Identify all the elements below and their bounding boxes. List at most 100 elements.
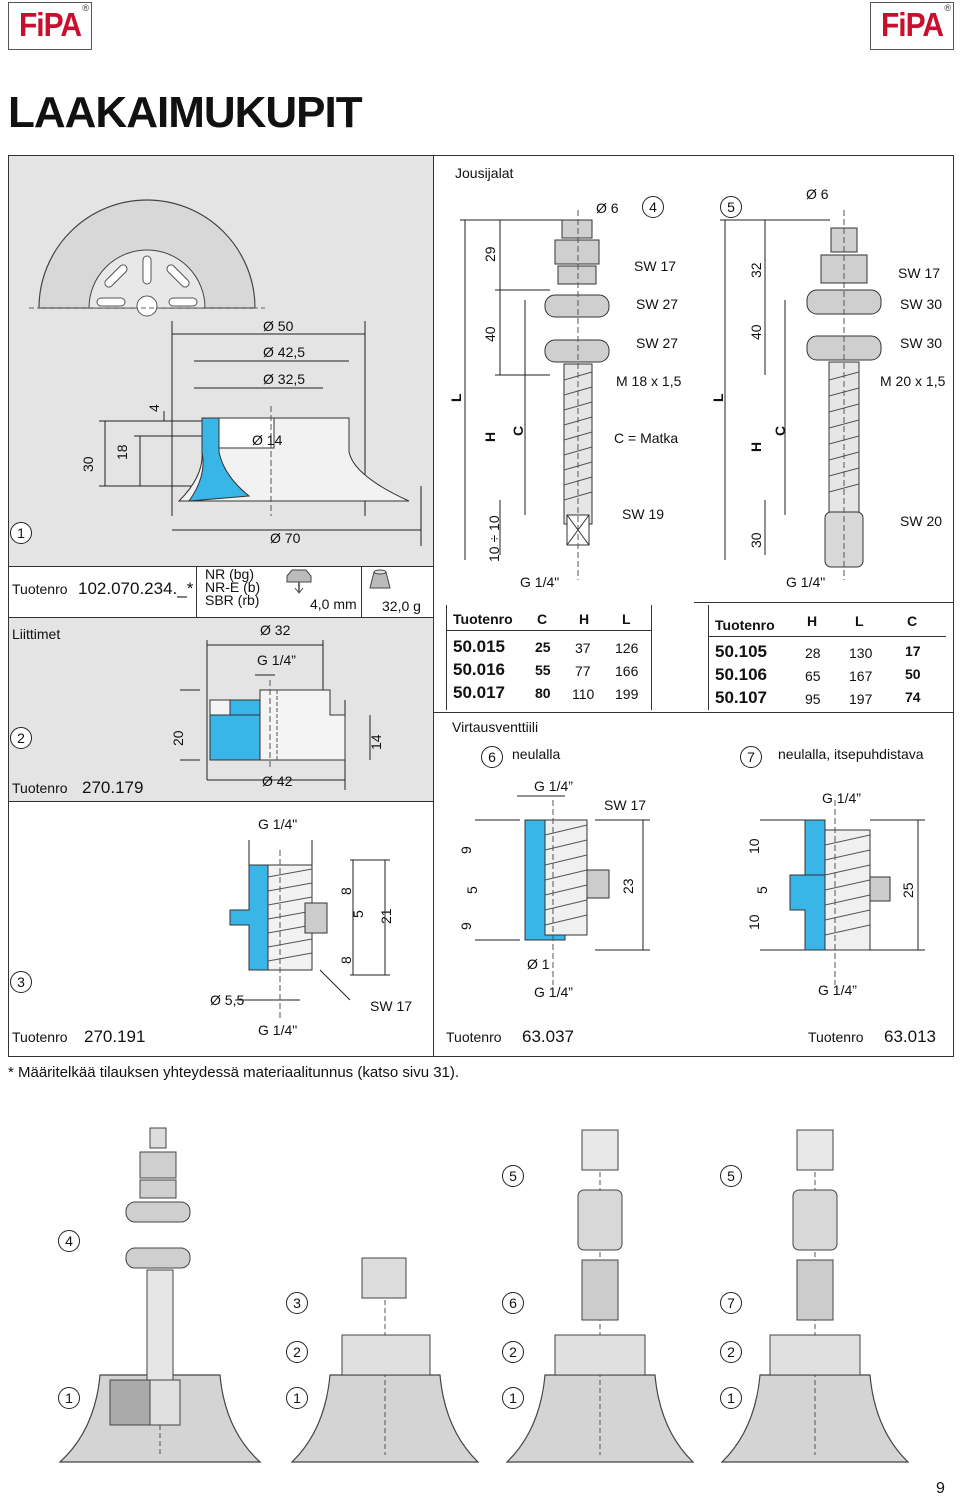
dim-thread-5: M 20 x 1,5 [880, 373, 946, 389]
th-l-5: L [855, 613, 864, 629]
th-c-5: C [907, 613, 918, 629]
product-label-6: Tuotenro [446, 1029, 502, 1045]
cell-l-167: 167 [849, 668, 873, 684]
index-7: 7 [740, 746, 762, 768]
divider-virtaus [433, 712, 954, 713]
material-list: NR (bg) NR-E (b) SBR (rb) [205, 566, 260, 608]
index-3: 3 [10, 971, 32, 993]
product-code-3: 270.191 [84, 1027, 146, 1046]
cell-c-25: 25 [535, 639, 551, 655]
th-tuotenro-5: Tuotenro [715, 617, 775, 633]
dim-sw17-4: SW 17 [634, 258, 677, 274]
cell-c-74: 74 [905, 689, 921, 705]
assembly-d-index-2: 2 [720, 1341, 742, 1363]
assembly-c-index-6: 6 [502, 1292, 524, 1314]
dim-g14-adapter: G 1/4” [257, 652, 296, 668]
cell-l-130: 130 [849, 645, 873, 661]
assembly-c-index-5: 5 [502, 1165, 524, 1187]
dim-d42: Ø 42 [262, 773, 293, 789]
dim-g14-4: G 1/4" [520, 574, 560, 590]
cell-50-017: 50.017 [453, 683, 505, 702]
product-label-1: Tuotenro [12, 581, 68, 597]
dim-C-4: C [510, 425, 526, 436]
dim-d42-5: Ø 42,5 [263, 344, 306, 360]
assembly-b-index-1: 1 [286, 1387, 308, 1409]
th-l-4: L [622, 611, 631, 627]
th-h-4: H [579, 611, 590, 627]
dim-h10b: 10 [746, 914, 762, 930]
product-label-3: Tuotenro [12, 1029, 68, 1045]
cell-h-77: 77 [575, 663, 591, 679]
dim-h20: 20 [170, 730, 186, 746]
dim-h5-7: 5 [754, 886, 770, 894]
dim-h14: 14 [368, 734, 384, 750]
dim-h40-5: 40 [748, 324, 764, 340]
dim-d32-5: Ø 32,5 [263, 371, 306, 387]
product-label-7: Tuotenro [808, 1029, 864, 1045]
divider-panel3 [8, 801, 434, 802]
dim-d6-5: Ø 6 [806, 186, 829, 202]
sep-1 [196, 566, 197, 617]
dim-d70: Ø 70 [270, 530, 301, 546]
dim-d50: Ø 50 [263, 318, 294, 334]
cell-h-37: 37 [575, 640, 591, 656]
dim-g14-5: G 1/4" [786, 574, 826, 590]
dim-h40-4: 40 [482, 326, 498, 342]
divider-jousijalat [694, 602, 954, 603]
cell-50-107: 50.107 [715, 688, 767, 707]
stroke-icon [286, 569, 312, 594]
cell-h-28: 28 [805, 645, 821, 661]
dim-sw30a: SW 30 [900, 296, 943, 312]
cell-c-17: 17 [905, 643, 921, 659]
cell-h-95: 95 [805, 691, 821, 707]
section-liittimet: Liittimet [12, 626, 61, 642]
valve-6-drawing [475, 795, 650, 985]
suction-cup-drawing [29, 199, 422, 546]
cell-c-80: 80 [535, 685, 551, 701]
table-item-5: Tuotenro H L C 50.105 28 130 17 50.106 6… [708, 605, 946, 710]
dim-h25: 25 [900, 882, 916, 898]
index-4: 4 [642, 196, 664, 218]
th-h-5: H [807, 613, 818, 629]
page-title: LAAKAIMUKUPIT [8, 88, 363, 137]
dim-g14-bot-7: G 1/4” [818, 982, 857, 998]
dim-d5-5: Ø 5,5 [210, 992, 245, 1008]
dim-h30-5: 30 [748, 532, 764, 548]
cell-h-65: 65 [805, 668, 821, 684]
sep-2 [361, 566, 362, 617]
dim-h8b: 8 [338, 956, 354, 964]
divider-panel2 [8, 617, 434, 618]
dim-h9b: 9 [458, 922, 474, 930]
dim-h18: 18 [114, 444, 130, 460]
material-sbr: SBR (rb) [205, 592, 260, 608]
spring-mount-4-drawing [460, 210, 610, 580]
dim-h9a: 9 [458, 846, 474, 854]
dim-sw17-6: SW 17 [604, 797, 647, 813]
assembly-b-index-3: 3 [286, 1292, 308, 1314]
cell-c-55: 55 [535, 662, 551, 678]
cell-50-106: 50.106 [715, 665, 767, 684]
product-code-2: 270.179 [82, 778, 144, 797]
product-code-7: 63.013 [884, 1027, 936, 1046]
th-tuotenro-4: Tuotenro [453, 611, 513, 627]
dim-H-5: H [748, 441, 764, 452]
product-label-2: Tuotenro [12, 780, 68, 796]
dim-d32: Ø 32 [260, 622, 291, 638]
material-nr: NR (bg) [205, 566, 255, 582]
dim-H-4: H [482, 431, 498, 442]
dim-thread-4: M 18 x 1,5 [616, 373, 682, 389]
dim-sw17-3: SW 17 [370, 998, 413, 1014]
adapter-3-drawing [229, 840, 390, 1020]
section-jousijalat: Jousijalat [455, 165, 514, 181]
main-frame [8, 155, 954, 1057]
vertical-divider [433, 155, 434, 1057]
cell-50-105: 50.105 [715, 642, 767, 661]
weight-value: 32,0 g [382, 598, 421, 614]
dim-h10-range: 10 ÷ 10 [486, 515, 502, 562]
divider-panel1 [8, 566, 434, 567]
assembly-a-index-1: 1 [58, 1387, 80, 1409]
stroke-value: 4,0 mm [310, 596, 357, 612]
assembly-c-index-1: 1 [502, 1387, 524, 1409]
cell-h-110: 110 [572, 686, 595, 702]
cell-l-126: 126 [615, 640, 639, 656]
